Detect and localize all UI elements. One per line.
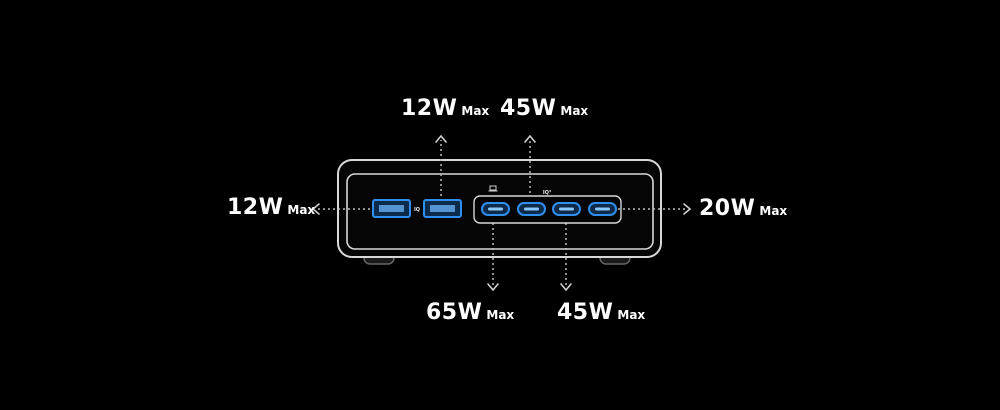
max-suffix: Max [560, 104, 589, 118]
power-value: 20W [699, 196, 756, 221]
arrow-bottom-c1-head [487, 283, 499, 292]
max-suffix: Max [759, 204, 788, 218]
max-suffix: Max [486, 308, 515, 322]
power-value: 12W [227, 195, 284, 220]
usba-iq-badge: IQ [414, 207, 420, 213]
port-panel [346, 173, 654, 250]
power-value: 12W [401, 96, 458, 121]
usbc-iq-badge: IQ³ [543, 190, 551, 196]
max-suffix: Max [617, 308, 646, 322]
max-suffix: Max [287, 203, 316, 217]
arrow-left-head [311, 203, 320, 215]
power-value: 65W [426, 300, 483, 325]
power-value: 45W [557, 300, 614, 325]
arrow-bottom-c3-head [560, 283, 572, 292]
arrow-top-usbc-head [524, 134, 536, 143]
arrow-right-head [683, 203, 692, 215]
max-suffix: Max [461, 104, 490, 118]
arrow-top-usba-head [435, 134, 447, 143]
usb-c-group-frame [473, 195, 622, 224]
power-value: 45W [500, 96, 557, 121]
laptop-icon [488, 185, 498, 192]
